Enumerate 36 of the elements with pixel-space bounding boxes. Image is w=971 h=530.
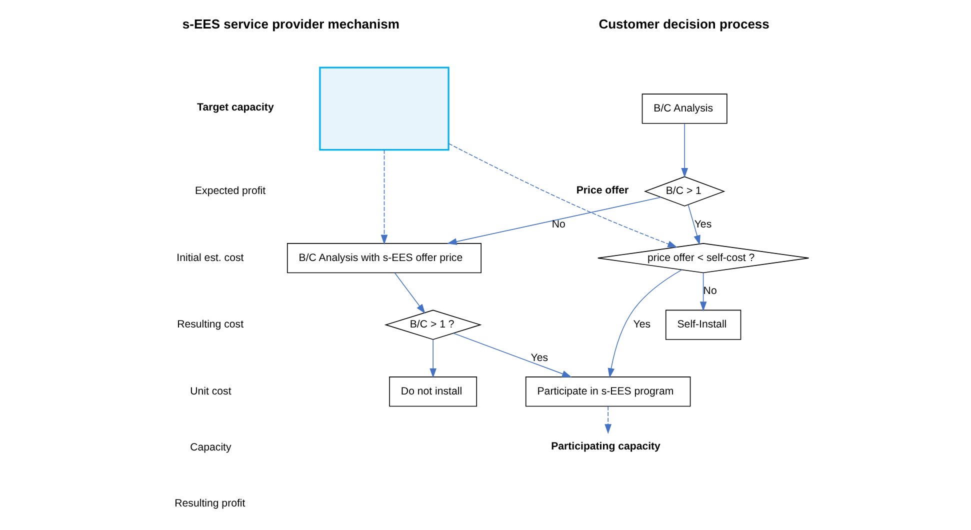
arrow (394, 272, 425, 314)
arrow (680, 123, 688, 178)
node-box: Participate in s-EES program (524, 376, 690, 407)
node-box (318, 66, 449, 151)
edge-label: No (702, 285, 716, 298)
label: Expected profit (194, 185, 266, 198)
label: Target capacity (196, 102, 274, 114)
node-box: B/C Analysis (641, 94, 727, 124)
arrow (380, 150, 388, 245)
arrow (452, 332, 572, 378)
label: Resulting cost (176, 318, 244, 331)
node-box: Self-Install (664, 310, 741, 340)
arrow (604, 406, 611, 434)
label: s-EES service provider mechanism (182, 16, 399, 32)
edge-label: Yes (632, 318, 650, 331)
node-diamond: price offer < self-cost ? (596, 243, 809, 274)
label: Unit cost (190, 385, 231, 398)
arrow (446, 196, 661, 245)
edge-label: Yes (694, 218, 712, 230)
edge-label: No (551, 218, 565, 230)
label: Initial est. cost (176, 252, 244, 264)
node-box: Do not install (388, 376, 477, 407)
node-diamond: B/C > 1 (643, 176, 725, 206)
edge-label: Price offer (576, 184, 628, 196)
node-text: Participating capacity (550, 440, 660, 453)
label: Resulting profit (174, 498, 245, 510)
node-box: B/C Analysis with s-EES offer price (286, 243, 482, 274)
arrow (687, 204, 700, 246)
label: Capacity (190, 442, 231, 454)
arrow (699, 272, 706, 312)
node-diamond: B/C > 1 ? (384, 310, 482, 340)
arrow (448, 143, 677, 248)
label: Customer decision process (598, 16, 769, 32)
arrow (607, 269, 682, 378)
arrow (429, 339, 436, 378)
edge-label: Yes (530, 352, 548, 364)
